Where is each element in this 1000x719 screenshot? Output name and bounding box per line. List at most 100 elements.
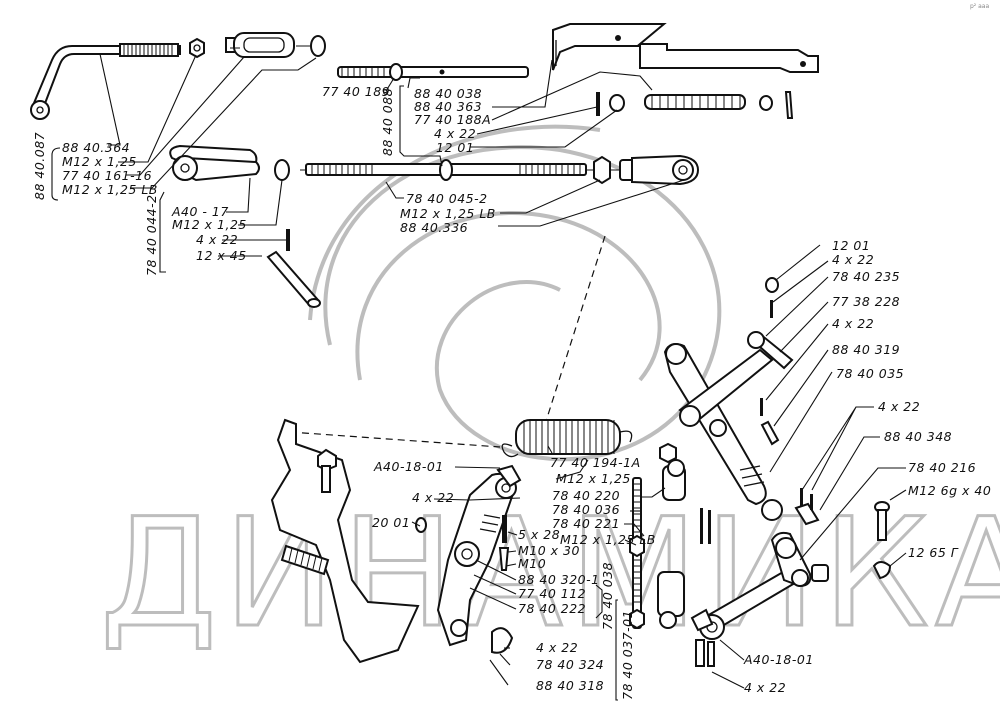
- label-78-40-045-2: 78 40 045-2: [406, 191, 488, 206]
- label-4x22-right-3: 4 x 22: [878, 399, 920, 414]
- label-5x28: 5 x 28: [518, 527, 560, 542]
- rod-collar: [439, 159, 453, 181]
- label-4x22-right-2: 4 x 22: [832, 316, 874, 331]
- hex-nut: [629, 534, 645, 558]
- label-77-40-189: 77 40 189: [322, 84, 390, 99]
- label-77-40-112: 77 40 112: [518, 586, 586, 601]
- leader-lines: [51, 53, 907, 701]
- label-12-65: 12 65 Г: [908, 545, 959, 560]
- label-78-40-324: 78 40 324: [536, 657, 604, 672]
- label-77-38-228: 77 38 228: [832, 294, 900, 309]
- label-88-40-038: 88 40 038: [414, 86, 482, 101]
- label-m12x125lb: M12 x 1,25 LB: [62, 182, 158, 197]
- label-78-40-220: 78 40 220: [552, 488, 620, 503]
- label-a40-17: A40 - 17: [171, 204, 229, 219]
- pin-88-40-319: [760, 420, 780, 446]
- label-88-40-319: 88 40 319: [832, 342, 900, 357]
- label-4x22-top: 4 x 22: [434, 126, 476, 141]
- clevis-upper: [662, 459, 686, 501]
- cotter-pin: [596, 92, 600, 116]
- pedal-bracket: [270, 418, 420, 664]
- bracket-arm: [552, 23, 819, 73]
- label-m12x125-fork: M12 x 1,25: [172, 217, 247, 232]
- clip-12-65: [872, 561, 892, 580]
- label-4x22-lever: 4 x 22: [412, 490, 454, 505]
- label-a40-18-01-right: A40-18-01: [743, 652, 814, 667]
- label-4x22-bottom: 4 x 22: [536, 640, 578, 655]
- bolt-m12: [874, 501, 890, 541]
- corner-mark: р² ааа: [970, 3, 989, 10]
- label-88-40-364: 88 40.364: [62, 140, 130, 155]
- pins-left: [266, 229, 321, 308]
- label-78-40-216: 78 40 216: [908, 460, 976, 475]
- label-88-40-348: 88 40 348: [884, 429, 952, 444]
- lock-nut: [274, 159, 290, 181]
- hex-nut-m12: [659, 442, 677, 464]
- label-88-40-336: 88 40.336: [400, 220, 468, 235]
- washer-12-01: [765, 277, 779, 293]
- clevis-fork-left: [169, 144, 290, 182]
- label-78-40-222: 78 40 222: [518, 601, 586, 616]
- label-m12x125lb-rod: M12 x 1,25 LB: [560, 532, 656, 547]
- center-threaded-rod: [629, 442, 677, 630]
- bent-rod-assembly: [30, 32, 326, 120]
- adjuster-screw: [280, 544, 330, 576]
- clevis-lower: [657, 571, 685, 629]
- bolt-12x45: [266, 250, 320, 308]
- nut: [759, 95, 773, 111]
- rod-eye: [30, 100, 50, 120]
- pin-4x22: [770, 300, 773, 318]
- label-m12x125lb-center: M12 x 1,25 LB: [400, 206, 496, 221]
- label-m12x125-spring: M12 x 1,25: [556, 471, 631, 486]
- watermark-text: ДИНАМИКА 76: [100, 487, 1000, 661]
- cotter-pin: [784, 91, 794, 119]
- assembly-line: [539, 235, 606, 441]
- rod-collar: [389, 63, 403, 81]
- label-a40-18-01: A40-18-01: [373, 459, 444, 474]
- label-4x22-right-1: 4 x 22: [832, 252, 874, 267]
- pin-77-38-228: [747, 331, 794, 370]
- upper-rod: [337, 63, 529, 81]
- label-78-40-037-01: 78 40 037-01: [620, 610, 635, 700]
- tension-spring: [501, 419, 633, 458]
- pin-4x22: [760, 398, 763, 416]
- label-78-40-035: 78 40 035: [836, 366, 904, 381]
- lower-right-lever: [690, 488, 892, 667]
- upper-right-lever: [663, 277, 794, 521]
- label-88-40-363: 88 40 363: [414, 99, 482, 114]
- label-77-40-194-1a: 77 40 194-1A: [550, 455, 641, 470]
- label-12-01-right: 12 01: [832, 238, 870, 253]
- label-78-40-036: 78 40 036: [552, 502, 620, 517]
- label-78-40-221: 78 40 221: [552, 516, 620, 531]
- label-88-40-088: 88 40 088: [380, 88, 395, 156]
- watermark-swirl-inner: [355, 211, 662, 382]
- label-77-40-161-16: 77 40 161-16: [62, 168, 152, 183]
- bolt-m10x30: [498, 547, 510, 571]
- pins-4x22: [695, 639, 715, 667]
- label-12x45: 12 x 45: [196, 248, 247, 263]
- pin-5x28: [502, 515, 507, 543]
- lock-nut: [310, 35, 326, 57]
- hex-nut: [593, 155, 611, 185]
- washer-20-01: [415, 517, 427, 533]
- label-77-40-188a: 77 40 188A: [414, 112, 491, 127]
- pin-4x22: [286, 229, 290, 251]
- pedal-lever: [415, 464, 522, 654]
- watermark: ДИНАМИКА 76: [99, 124, 1000, 663]
- label-m12x125: M12 x 1,25: [62, 154, 137, 169]
- rod-thread: [119, 43, 179, 57]
- spring-row: [596, 91, 794, 119]
- clip: [496, 464, 522, 488]
- label-88-40-087: 88 40.087: [32, 132, 47, 200]
- part-labels: 88 40.364 M12 x 1,25 77 40 161-16 M12 x …: [32, 84, 991, 700]
- label-78-40-038: 78 40 038: [600, 562, 615, 630]
- rod-eye-hole: [36, 106, 44, 114]
- label-88-40-318: 88 40 318: [536, 678, 604, 693]
- small-spring: [644, 94, 746, 110]
- label-m10: M10: [518, 556, 546, 571]
- hex-nut: [189, 37, 205, 59]
- hex-nut: [629, 608, 645, 630]
- washer: [609, 94, 625, 112]
- pin-88-40-348: [794, 502, 820, 526]
